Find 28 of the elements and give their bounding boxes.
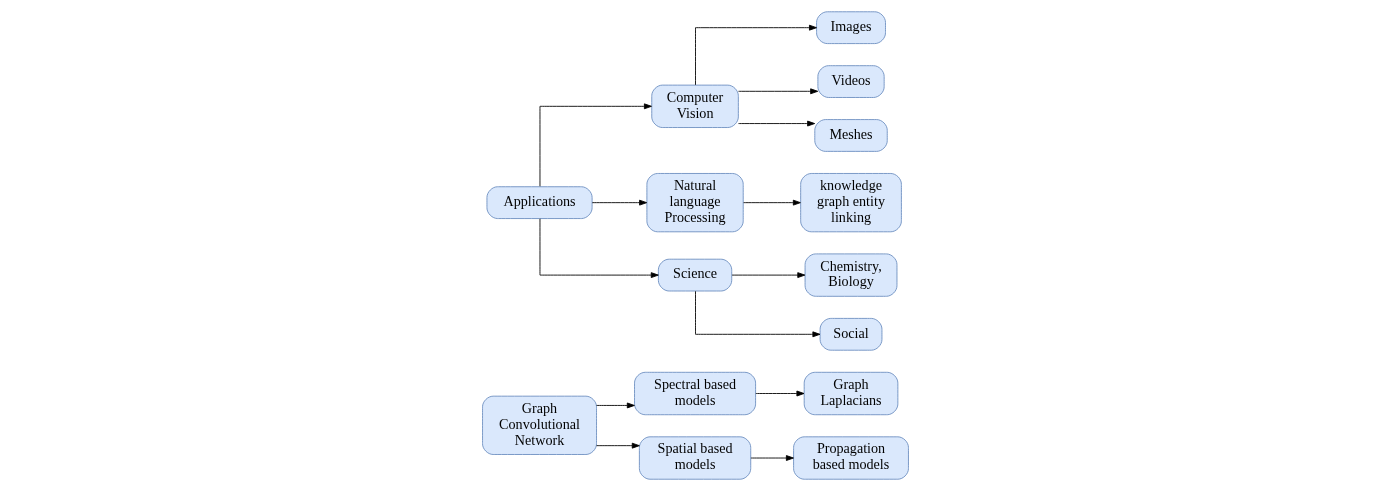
node-box: Spatial based models	[638, 436, 752, 480]
node-box: Meshes	[814, 119, 888, 152]
node-box: Images	[816, 11, 886, 44]
node-box: Natural language Processing	[646, 173, 744, 233]
node-box: Applications	[486, 186, 593, 219]
node-box: Spectral based models	[634, 371, 757, 416]
node-box: Videos	[817, 65, 885, 98]
node-box: Propagation based models	[793, 436, 909, 480]
node-box: Graph Laplacians	[803, 371, 899, 416]
node-box: Science	[657, 258, 733, 292]
node-box: Chemistry, Biology	[804, 253, 898, 297]
arrow	[539, 218, 659, 278]
arrow	[596, 442, 640, 449]
node-box: Social	[819, 317, 883, 351]
arrow	[731, 272, 806, 278]
arrow	[738, 88, 819, 95]
node-box: knowledge graph entity linking	[800, 173, 902, 233]
arrow	[596, 402, 635, 409]
node-box: Graph Convolutional Network	[482, 395, 597, 455]
node-box: Computer Vision	[651, 84, 739, 128]
arrow	[539, 103, 652, 187]
arrow	[743, 199, 801, 206]
arrow	[738, 120, 816, 127]
arrow	[591, 199, 648, 206]
arrow	[695, 290, 821, 338]
arrow	[695, 24, 817, 86]
arrow	[750, 455, 794, 461]
arrow	[755, 390, 805, 397]
